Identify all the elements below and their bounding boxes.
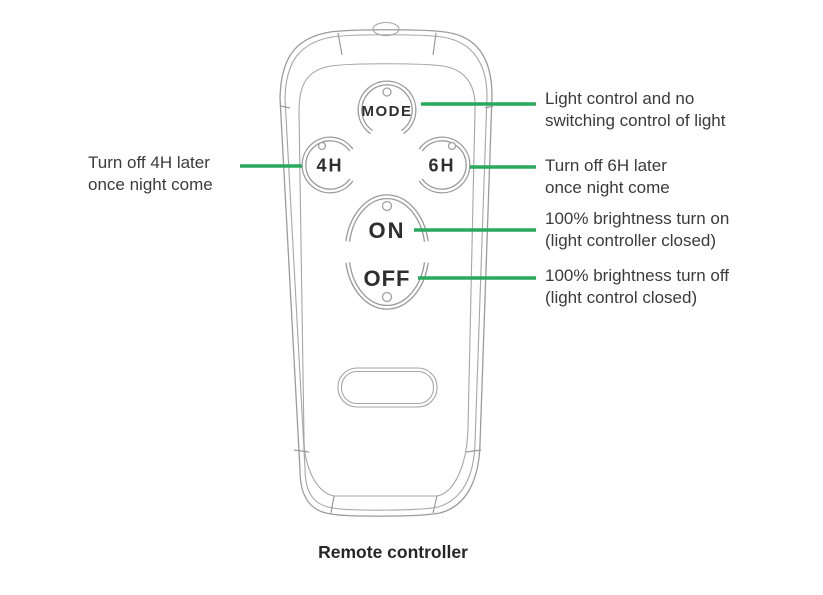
annotation-on-line2: (light controller closed): [545, 231, 717, 250]
annotation-off-line1: 100% brightness turn off: [545, 266, 729, 285]
timer-6h-button: 6H: [418, 136, 471, 194]
mid-seam-tick-right: [465, 449, 482, 453]
bottom-band-seam-right: [432, 495, 438, 514]
annotation-mode-line2: switching control of light: [545, 111, 726, 130]
remote-body-rim-outline: [284, 34, 488, 511]
on-button-label: ON: [369, 218, 406, 243]
mode-screw-hole: [382, 87, 392, 97]
timer-4h-button-label: 4H: [316, 156, 343, 176]
annotation-4h-line2: once night come: [88, 175, 213, 194]
mid-seam-tick-left: [293, 449, 310, 453]
annotation-mode: Light control and no switching control o…: [545, 88, 725, 132]
off-button-label: OFF: [364, 266, 411, 291]
annotation-6h-line1: Turn off 6H later: [545, 156, 667, 175]
top-band-seam-left: [337, 32, 343, 56]
bottom-band-seam-left: [330, 495, 335, 514]
annotation-6h: Turn off 6H later once night come: [545, 155, 670, 199]
annotation-mode-line1: Light control and no: [545, 89, 695, 108]
diagram-caption: Remote controller: [318, 542, 468, 562]
on-off-screw-hole-bottom: [381, 291, 393, 303]
annotation-off-line2: (light control closed): [545, 288, 698, 307]
top-band-seam-right: [432, 32, 437, 56]
remote-face-panel-outline: [298, 63, 476, 497]
timer-6h-screw-hole: [447, 141, 457, 151]
mode-button-label: MODE: [362, 103, 413, 120]
annotation-4h-line1: Turn off 4H later: [88, 153, 210, 172]
rim-tick-right: [484, 105, 494, 109]
remote-body-outer-outline: [279, 29, 493, 517]
hanging-tab: [372, 21, 400, 37]
timer-6h-button-label: 6H: [428, 156, 455, 176]
mode-button: MODE: [357, 80, 417, 135]
timer-4h-button: 4H: [301, 136, 354, 194]
annotation-on-line1: 100% brightness turn on: [545, 209, 730, 228]
timer-4h-screw-hole: [317, 141, 327, 151]
annotation-6h-line2: once night come: [545, 178, 670, 197]
annotation-on: 100% brightness turn on (light controlle…: [545, 208, 729, 252]
annotation-off: 100% brightness turn off (light control …: [545, 265, 729, 309]
annotation-4h: Turn off 4H later once night come: [88, 152, 213, 196]
bottom-label-slot: [337, 367, 438, 408]
rim-tick-left: [280, 105, 291, 109]
on-off-screw-hole-top: [381, 200, 393, 212]
on-off-button-group: ON OFF: [345, 194, 429, 310]
